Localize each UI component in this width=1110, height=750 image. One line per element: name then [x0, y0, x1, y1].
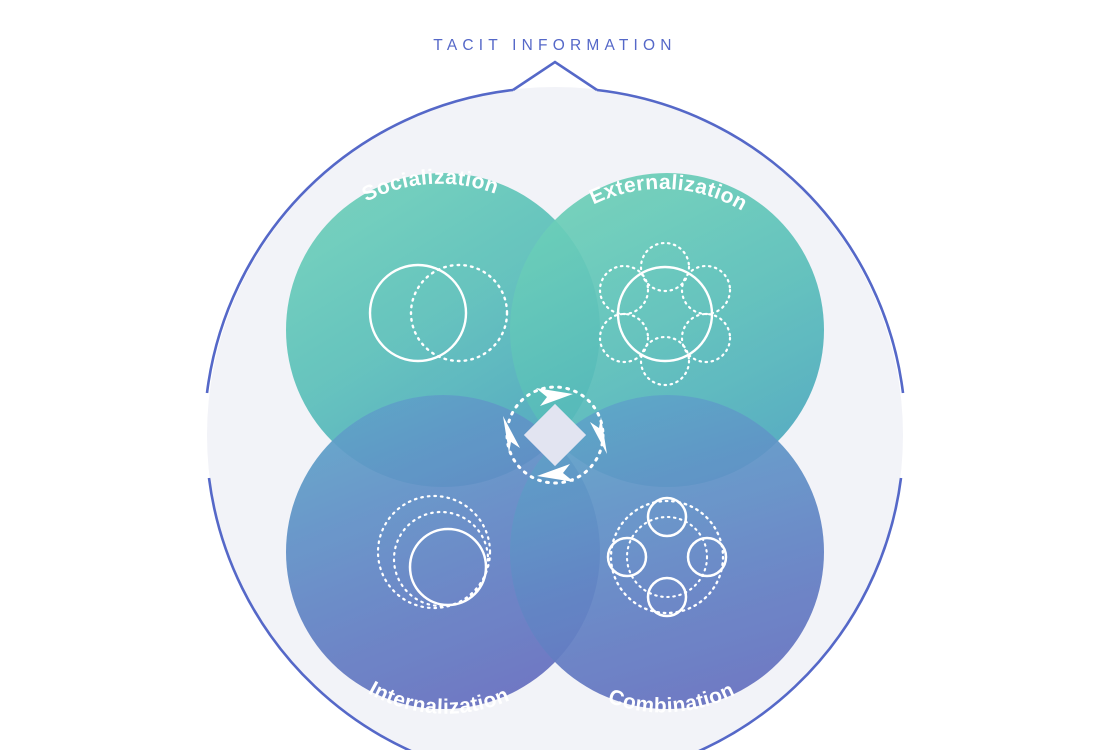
combination-node-south — [646, 576, 688, 618]
ring-with-four-nodes-icon — [606, 496, 728, 618]
socialization-circle-solid — [368, 263, 468, 363]
socialization-circle-dotted — [409, 263, 509, 363]
ring-arc-top-left — [205, 88, 514, 394]
quadrant-circle-socialization[interactable] — [286, 173, 600, 487]
quadrant-circle-internalization[interactable] — [286, 395, 600, 709]
combination-node-north — [646, 496, 688, 538]
ring-arc-top-right — [596, 88, 905, 394]
knowledge-conversion-cycle[interactable] — [503, 385, 607, 485]
quadrant-circle-externalization[interactable] — [510, 173, 824, 487]
combination-node-west — [606, 536, 648, 578]
three-offset-concentric-circles-icon — [376, 494, 492, 610]
cycle-arrow-left — [503, 416, 520, 453]
combination-nodes — [606, 496, 728, 618]
externalization-satellites — [598, 241, 732, 387]
diagram-title: TACIT INFORMATION — [433, 37, 676, 54]
center-diamond — [523, 403, 587, 467]
cycle-arrow-right — [590, 417, 607, 454]
internalization-circle-outer — [376, 494, 492, 610]
combination-ring-inner — [625, 515, 709, 599]
ring-arc-bottom-left — [207, 477, 412, 750]
combination-ring-outer — [609, 499, 725, 615]
cycle-arrowheads — [503, 388, 607, 482]
two-overlapping-circles-icon — [368, 263, 509, 363]
combination-node-east — [686, 536, 728, 578]
ring-arc-bottom-right — [698, 477, 903, 750]
tacit-information-boundary — [205, 60, 905, 750]
quadrant-circle-combination[interactable] — [510, 395, 824, 709]
quadrant-circles — [286, 173, 824, 709]
cycle-arrow-top — [536, 388, 573, 406]
tacit-chevron-icon — [512, 60, 598, 92]
cycle-arrow-bottom — [537, 464, 574, 482]
internalization-circle-middle — [392, 510, 490, 608]
circle-with-six-satellites-icon — [598, 241, 732, 387]
internalization-circle-inner — [408, 527, 488, 607]
